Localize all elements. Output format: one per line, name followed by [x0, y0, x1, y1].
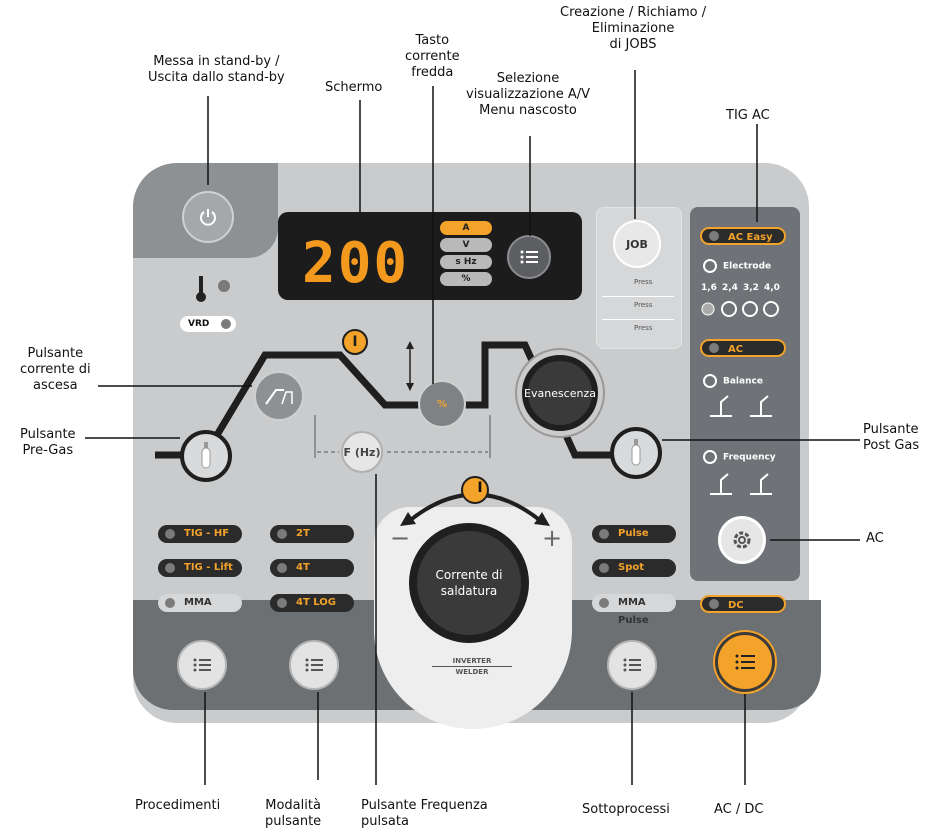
welding-current-label: Corrente di saldatura — [435, 568, 503, 598]
size-2: 2,4 — [722, 283, 738, 293]
pill-ac-easy: AC Easy — [700, 227, 786, 245]
post-gas-button[interactable] — [610, 427, 662, 479]
display-value: 200 — [302, 231, 410, 296]
list-icon — [520, 250, 538, 264]
press-list: Press Press Press — [602, 274, 674, 342]
press-item-3: Press — [634, 324, 653, 332]
power-icon — [200, 209, 216, 226]
evanescenza-label: Evanescenza — [524, 386, 596, 400]
gear-icon — [703, 450, 717, 464]
callout-ac: AC — [866, 531, 884, 546]
press-item-2: Press — [602, 297, 674, 320]
list-icon — [305, 658, 323, 672]
gear-icon — [703, 259, 717, 273]
callout-ac-dc: AC / DC — [714, 802, 764, 817]
minus-sign: − — [390, 524, 411, 552]
ac-button[interactable] — [718, 516, 766, 564]
torch-icons — [710, 473, 772, 495]
vrd-indicator: VRD — [180, 316, 236, 332]
frequency-label: Frequency — [703, 450, 776, 464]
list-icon — [735, 654, 755, 670]
unit-v: V — [440, 238, 492, 252]
callout-tig-ac: TIG AC — [726, 108, 770, 123]
callout-subprocesses: Sottoprocessi — [582, 802, 670, 817]
callout-mode: Modalità pulsante — [265, 798, 322, 829]
pill-2t: 2T — [270, 525, 354, 543]
unit-percent: % — [440, 272, 492, 286]
size-4: 4,0 — [764, 283, 780, 293]
evanescenza-knob[interactable]: Evanescenza — [522, 355, 598, 431]
current-arc — [400, 476, 550, 526]
callout-processes: Procedimenti — [135, 798, 221, 813]
pill-4t: 4T — [270, 559, 354, 577]
pill-dc: DC — [700, 595, 786, 613]
cold-marker: % — [436, 398, 448, 410]
callout-rise-current: Pulsante corrente di ascesa — [20, 346, 91, 393]
callout-pulse-freq: Pulsante Frequenza pulsata — [361, 798, 488, 829]
list-icon — [623, 658, 641, 672]
job-button[interactable]: JOB — [613, 220, 661, 268]
size-3: 3,2 — [743, 283, 759, 293]
subprocess-button[interactable] — [607, 640, 657, 690]
callout-standby: Messa in stand-by / Uscita dallo stand-b… — [148, 54, 285, 85]
current-marker: I — [342, 329, 368, 355]
ramp-icon — [265, 389, 293, 405]
unit-a: A — [440, 221, 492, 235]
standby-button[interactable] — [182, 191, 234, 243]
callout-post-gas: Pulsante Post Gas — [863, 422, 920, 453]
ac-dc-button[interactable] — [715, 632, 775, 692]
cold-current-button[interactable]: % — [418, 380, 466, 428]
pulse-frequency-button[interactable]: F (Hz) — [341, 431, 383, 473]
pill-tig-lift: TIG - Lift — [158, 559, 242, 577]
pill-pulse: Pulse — [592, 525, 676, 543]
pill-ac: AC — [700, 339, 786, 357]
balance-label: Balance — [703, 374, 763, 388]
gear-icon — [733, 531, 751, 549]
pill-mma-pulse: MMA Pulse — [592, 594, 676, 626]
size-1: 1,6 — [701, 283, 717, 293]
gear-icon — [703, 374, 717, 388]
gas-cylinder-icon — [631, 439, 641, 466]
job-label: JOB — [626, 237, 648, 251]
pill-tig-hf: TIG - HF — [158, 525, 242, 543]
callout-jobs: Creazione / Richiamo / Eliminazione di J… — [560, 5, 707, 52]
thermometer-icon — [196, 276, 230, 302]
list-icon — [193, 658, 211, 672]
callout-display-select: Selezione visualizzazione A/V Menu nasco… — [466, 71, 591, 118]
plus-sign: + — [542, 524, 563, 552]
electrode-size-leds — [701, 301, 779, 317]
torch-icons — [710, 395, 772, 417]
callout-cold-current: Tasto corrente fredda — [405, 33, 460, 80]
callout-pre-gas: Pulsante Pre-Gas — [20, 427, 76, 458]
pre-gas-button[interactable] — [180, 430, 232, 482]
callout-screen: Schermo — [325, 80, 383, 95]
arc-current-marker: I — [477, 480, 483, 496]
pill-4t-log: 4T LOG — [270, 594, 354, 612]
pill-mma: MMA — [158, 594, 242, 612]
rise-current-button[interactable] — [254, 371, 304, 421]
electrode-label: Electrode — [703, 259, 771, 273]
mode-button[interactable] — [289, 640, 339, 690]
display-select-button[interactable] — [507, 235, 551, 279]
vrd-label: VRD — [188, 319, 210, 329]
welding-current-knob[interactable]: Corrente di saldatura — [409, 523, 529, 643]
pill-spot: Spot — [592, 559, 676, 577]
gas-cylinder-icon — [201, 442, 211, 469]
unit-s-hz: s Hz — [440, 255, 492, 269]
processes-button[interactable] — [177, 640, 227, 690]
freq-label: F (Hz) — [343, 445, 381, 459]
press-item-1: Press — [602, 274, 674, 297]
